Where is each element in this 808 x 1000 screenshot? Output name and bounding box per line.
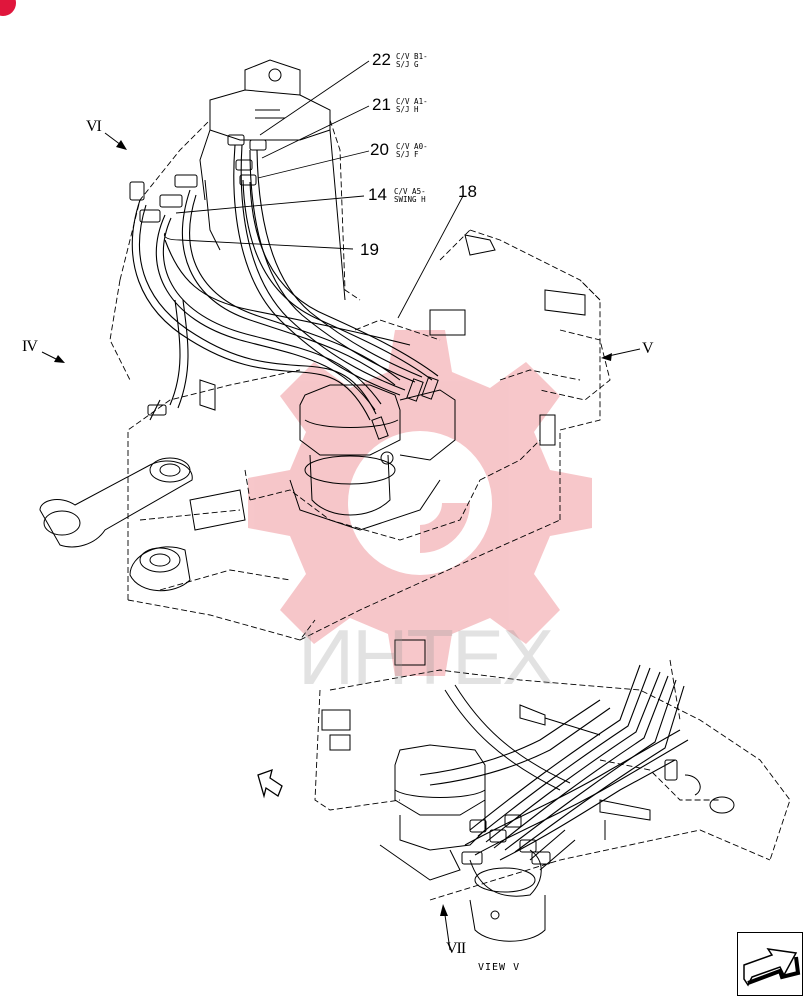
callout-number-18: 18 (458, 182, 477, 201)
watermark-gear-icon (248, 330, 592, 676)
badge-icon (0, 0, 16, 16)
callout-text-21-line1: C/V A1- (396, 97, 428, 106)
callout-number-22: 22 (372, 50, 391, 69)
view-caption: VIEW V (478, 962, 521, 973)
view-marker-vii: VII (446, 940, 466, 957)
callout-text-14-line1: C/V A5- (394, 187, 426, 196)
view-marker-v: V (642, 340, 654, 357)
callout-number-21: 21 (372, 95, 391, 114)
callout-number-14: 14 (368, 185, 387, 204)
nav-arrow-icon (743, 948, 801, 987)
callout-text-20-line2: S/J F (396, 150, 419, 159)
callout-text-22-line1: C/V B1- (396, 52, 428, 61)
view-marker-iv: IV (22, 338, 38, 355)
callout-text-22-line2: S/J G (396, 60, 419, 69)
callout-text-14-line2: SWING H (394, 195, 426, 204)
callout-number-19: 19 (360, 240, 379, 259)
callout-text-20-line1: C/V A0- (396, 142, 428, 151)
direction-arrow-icon (257, 768, 283, 799)
watermark-text: ИНТЕХ (298, 613, 554, 701)
callout-text-21-line2: S/J H (396, 105, 419, 114)
callout-number-20: 20 (370, 140, 389, 159)
view-marker-vi: VI (86, 118, 102, 135)
nav-arrow-button[interactable] (737, 932, 803, 996)
